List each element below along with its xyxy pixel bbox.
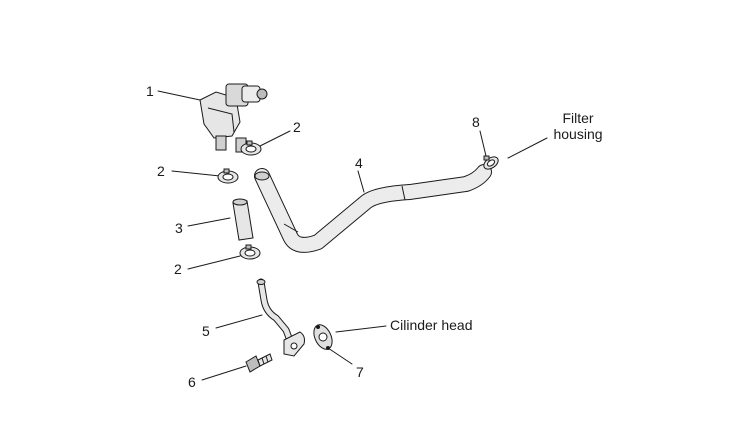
- part-number-label: 2: [293, 119, 301, 135]
- leader-line-3: [187, 217, 231, 227]
- leader-line-filter-housing: [507, 137, 548, 159]
- part-number-label: 8: [472, 114, 480, 130]
- leader-line-2c: [187, 255, 241, 270]
- clamp-part-8: [483, 155, 499, 170]
- valve-assembly-part: [199, 83, 268, 153]
- part-number-label: 2: [157, 163, 165, 179]
- pipe-part: [256, 278, 305, 357]
- leader-line-7: [327, 347, 353, 365]
- leader-line-cylinder-head: [335, 325, 387, 333]
- bolt-part: [245, 353, 273, 373]
- part-number-label: 7: [356, 364, 364, 380]
- short-hose-part: [232, 198, 254, 241]
- part-number-label: 3: [175, 220, 183, 236]
- gasket-part: [313, 324, 333, 350]
- cylinder-head-callout: Cilinder head: [390, 317, 473, 333]
- leader-line-1: [157, 90, 201, 101]
- part-number-label: 4: [355, 155, 363, 171]
- part-number-label: 1: [146, 83, 154, 99]
- part-number-label: 2: [174, 261, 182, 277]
- leader-line-2b: [171, 170, 221, 177]
- leader-line-8: [479, 130, 487, 157]
- part-number-label: 6: [188, 374, 196, 390]
- leader-line-5: [215, 314, 263, 329]
- leader-line-4: [357, 170, 365, 193]
- clamp-part-2c: [239, 244, 261, 260]
- filter-housing-callout: Filter housing: [546, 110, 610, 142]
- leader-line-6: [201, 365, 247, 381]
- part-number-label: 5: [202, 323, 210, 339]
- clamp-part-2a: [240, 140, 262, 156]
- leader-line-2a: [259, 130, 291, 147]
- filter-housing-label-line1: Filter: [562, 110, 594, 126]
- long-hose-part: [254, 164, 492, 253]
- filter-housing-label-line2: housing: [553, 126, 603, 142]
- clamp-part-2b: [217, 168, 239, 184]
